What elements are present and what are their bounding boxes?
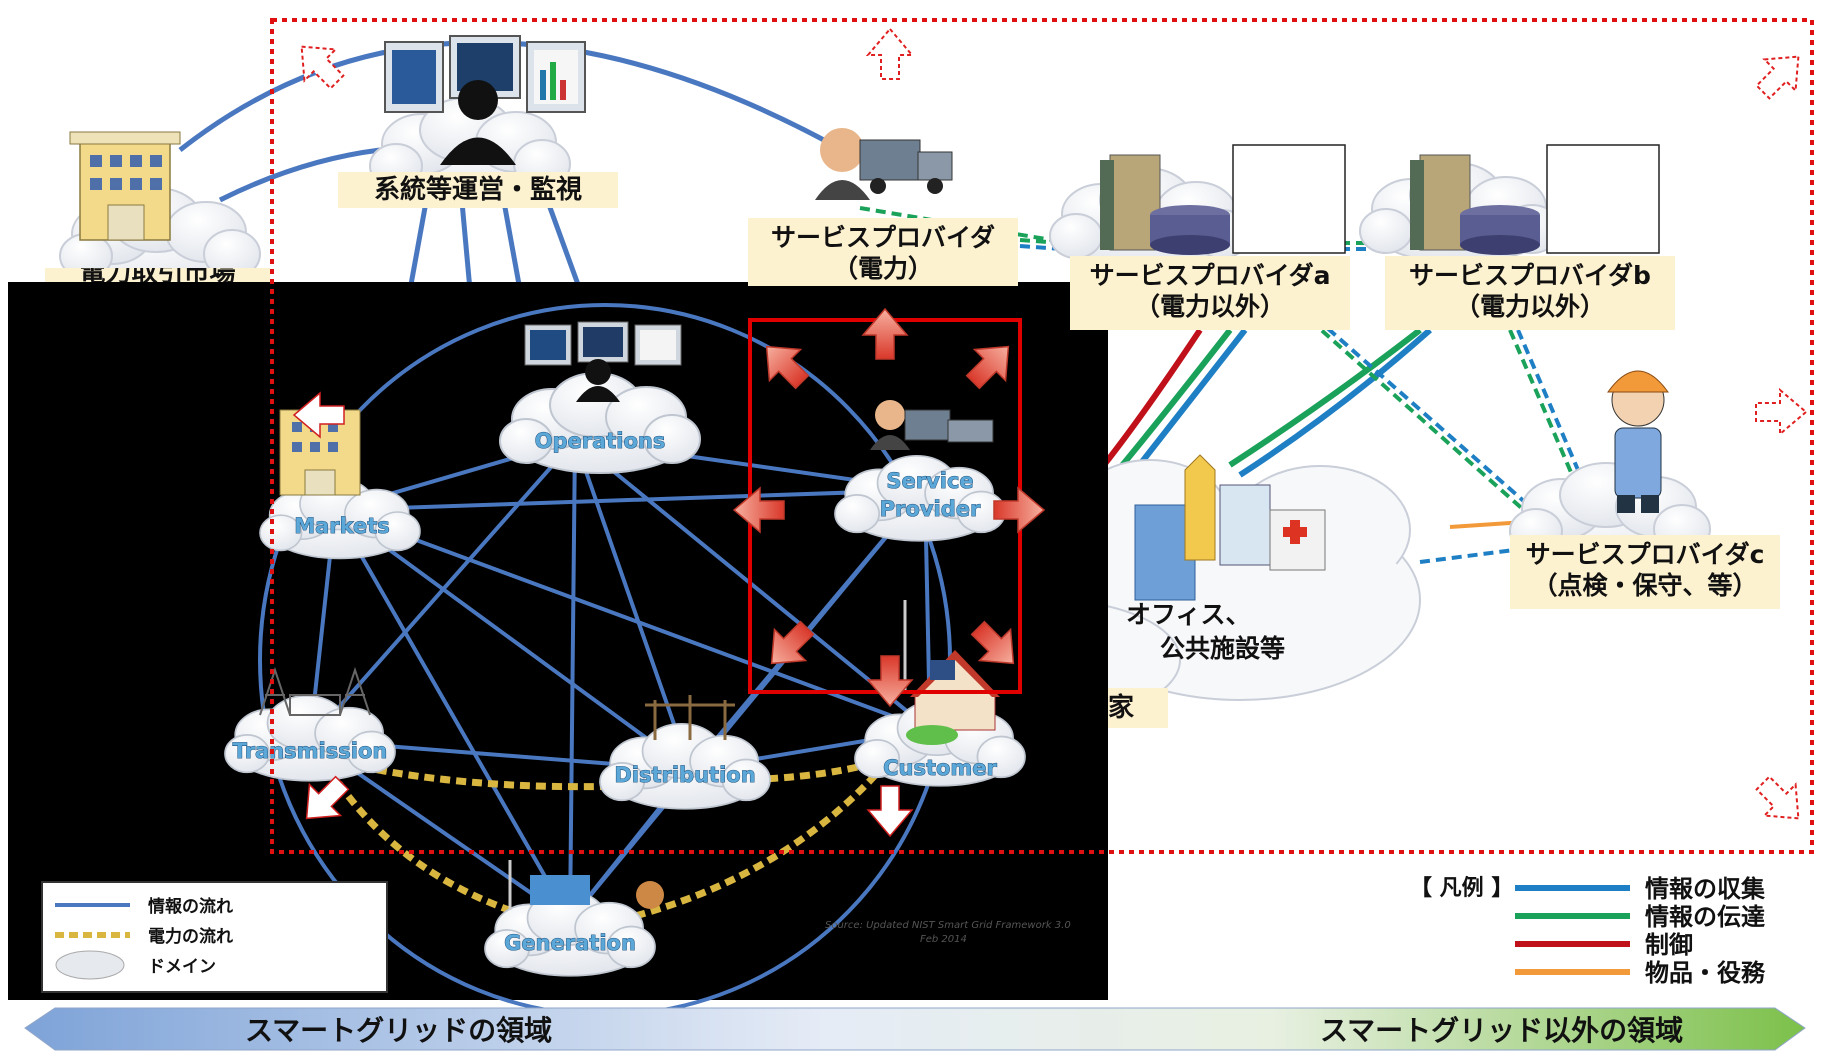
market-building-icon [69,131,181,241]
service-provider-domain: Service Provider [834,400,1006,542]
home-label-partial: 家 [1108,688,1168,728]
sp-b-server-icon [1410,144,1660,255]
nist-diagram: Operations Markets Service Provider Tran… [8,282,1108,1017]
inner-legend: 情報の流れ 電力の流れ ドメイン [41,881,388,993]
legend-item-control: 制御 [1645,931,1693,959]
distribution-label: Distribution [614,763,755,787]
customer-label: Customer [883,756,997,780]
market-label-partial: 電力取引市場 [45,268,270,282]
sp-b-label: サービスプロバイダb （電力以外） [1385,256,1675,330]
legend-item-info-collect: 情報の収集 [1645,875,1766,903]
legend-title: 【 凡例 】 [1410,876,1513,901]
operations-label: Operations [535,429,666,453]
legend-domain: ドメイン [148,957,216,977]
source-note-2: Feb 2014 [920,934,967,945]
smart-grid-boundary [270,18,1814,854]
generation-label: Generation [504,931,636,955]
office-label: オフィス、 公共施設等 [1126,600,1286,663]
right-legend: 【 凡例 】 情報の収集 情報の伝達 制御 物品・役務 [1410,875,1766,987]
service-provider-label-1: Service [886,469,973,493]
service-provider-label-2: Provider [880,497,981,521]
legend-power-flow: 電力の流れ [148,926,233,947]
domain-band: スマートグリッドの領域 スマートグリッド以外の領域 [24,1007,1806,1051]
non-smart-grid-domain-label: スマートグリッド以外の領域 [1320,1014,1683,1047]
operations-monitors-icon [384,35,586,165]
maintenance-worker-icon [1607,370,1669,513]
sp-a-server-icon [1100,144,1346,255]
operations-jp-label: 系統等運営・監視 [338,172,618,208]
sp-power-icon [815,128,953,200]
outer-network [59,35,1711,721]
sp-power-label: サービスプロバイダ （電力） [748,218,1018,286]
smart-grid-domain-label: スマートグリッドの領域 [245,1014,552,1047]
sp-a-label: サービスプロバイダa （電力以外） [1070,256,1350,330]
legend-info-flow: 情報の流れ [148,896,233,917]
legend-item-info-transfer: 情報の伝達 [1645,903,1765,931]
sp-c-label: サービスプロバイダc （点検・保守、等） [1510,535,1780,609]
generation-domain: Generation [484,860,664,977]
transmission-domain: Transmission [224,666,396,782]
legend-item-goods-services: 物品・役務 [1645,959,1766,987]
markets-label: Markets [294,514,390,538]
distribution-domain: Distribution [599,695,771,810]
office-buildings-icon [1134,454,1326,601]
source-note-1: Source: Updated NIST Smart Grid Framewor… [825,920,1071,931]
transmission-label: Transmission [233,739,388,763]
operations-domain: Operations [499,321,701,474]
